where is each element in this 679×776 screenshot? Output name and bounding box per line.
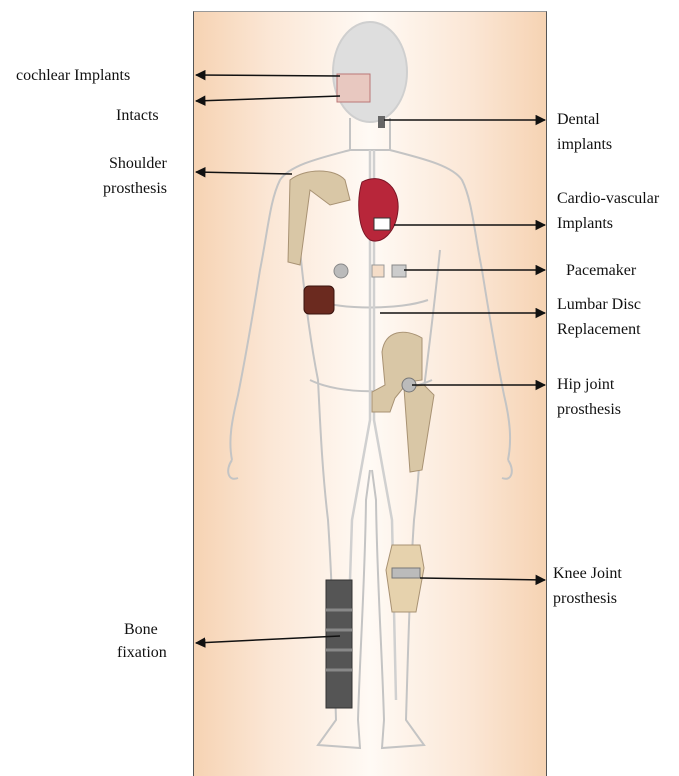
label-pacemaker: Pacemaker	[566, 258, 636, 283]
heart-implant-graphic	[359, 179, 398, 241]
heart-valve-graphic	[374, 218, 390, 230]
label-hip-1: Hip joint	[557, 372, 614, 397]
dental-implant-graphic	[378, 116, 385, 128]
bone-fixation-rod-graphic	[326, 580, 352, 708]
label-cochlear: cochlear Implants	[16, 63, 130, 88]
label-bone-1: Bone	[124, 617, 158, 642]
pacemaker-body-graphic	[372, 265, 384, 277]
arrow-knee	[420, 578, 545, 580]
arrow-shoulder	[196, 172, 292, 174]
label-knee-2: prosthesis	[553, 586, 617, 611]
label-cardio-2: Implants	[557, 211, 613, 236]
label-shoulder-2: prosthesis	[103, 176, 167, 201]
label-knee-1: Knee Joint	[553, 561, 622, 586]
shoulder-prosthesis-graphic	[288, 171, 350, 265]
cochlear-implant-graphic	[337, 74, 370, 102]
pacemaker-lead-graphic	[334, 264, 348, 278]
lumbar-device-graphic	[304, 286, 334, 314]
label-dental-1: Dental	[557, 107, 600, 132]
label-cardio-1: Cardio-vascular	[557, 186, 659, 211]
label-shoulder-1: Shoulder	[109, 151, 167, 176]
knee-implant-graphic	[392, 568, 420, 578]
arrow-cochlear	[196, 75, 340, 76]
label-lumbar-2: Replacement	[557, 317, 641, 342]
label-bone-2: fixation	[117, 640, 167, 665]
arrow-bone	[196, 636, 340, 643]
label-lumbar-1: Lumbar Disc	[557, 292, 641, 317]
label-dental-2: implants	[557, 132, 612, 157]
hip-femur-graphic	[404, 385, 434, 472]
label-intacts: Intacts	[116, 103, 159, 128]
arrow-intacts	[196, 96, 340, 101]
label-hip-2: prosthesis	[557, 397, 621, 422]
pacemaker-device-graphic	[392, 265, 406, 277]
